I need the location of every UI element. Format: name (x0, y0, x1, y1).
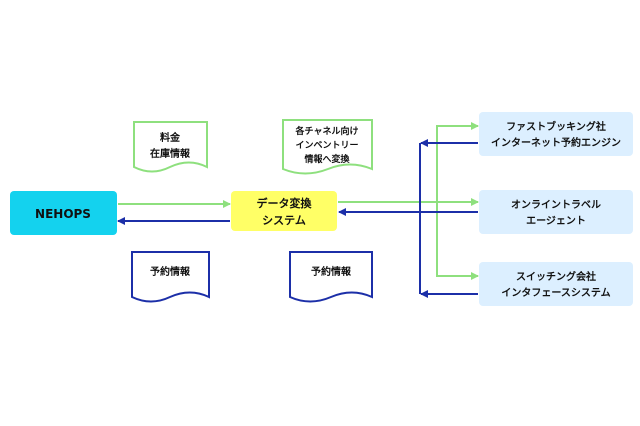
data-conversion-system-node: データ変換 システム (231, 191, 337, 231)
document-reservation-left: 予約情報 (131, 251, 210, 303)
document-reservation-right: 予約情報 (289, 251, 373, 303)
online-travel-label-line1: オンライントラベル (511, 199, 601, 211)
doc-channel-convert-line2: インベントリー (295, 140, 358, 151)
online-travel-label-line2: エージェント (526, 215, 586, 227)
online-travel-agent-node: オンライントラベル エージェント (479, 190, 633, 234)
nehops-label: NEHOPS (35, 207, 91, 221)
doc-rate-inventory-line1: 料金 (160, 131, 181, 144)
converter-label-line2: システム (262, 214, 306, 227)
nehops-node: NEHOPS (10, 191, 117, 235)
switching-label-line2: インタフェースシステム (501, 287, 610, 299)
doc-channel-convert-line1: 各チャネル向け (295, 125, 359, 137)
converter-label-line1: データ変換 (257, 196, 313, 210)
fastbooking-node: ファストブッキング社 インターネット予約エンジン (479, 112, 633, 156)
fastbooking-label-line2: インターネット予約エンジン (491, 136, 621, 149)
doc-rate-inventory-line2: 在庫情報 (150, 147, 191, 160)
switching-label-line1: スイッチング会社 (516, 270, 596, 283)
doc-channel-convert-line3: 情報へ変換 (303, 153, 350, 165)
doc-reservation-left-label: 予約情報 (150, 265, 191, 278)
doc-reservation-right-label: 予約情報 (311, 265, 352, 278)
document-channel-convert: 各チャネル向け インベントリー 情報へ変換 (282, 119, 373, 175)
fastbooking-label-line1: ファストブッキング社 (506, 120, 606, 133)
switching-company-node: スイッチング会社 インタフェースシステム (479, 262, 633, 306)
document-rate-inventory: 料金 在庫情報 (133, 121, 208, 173)
